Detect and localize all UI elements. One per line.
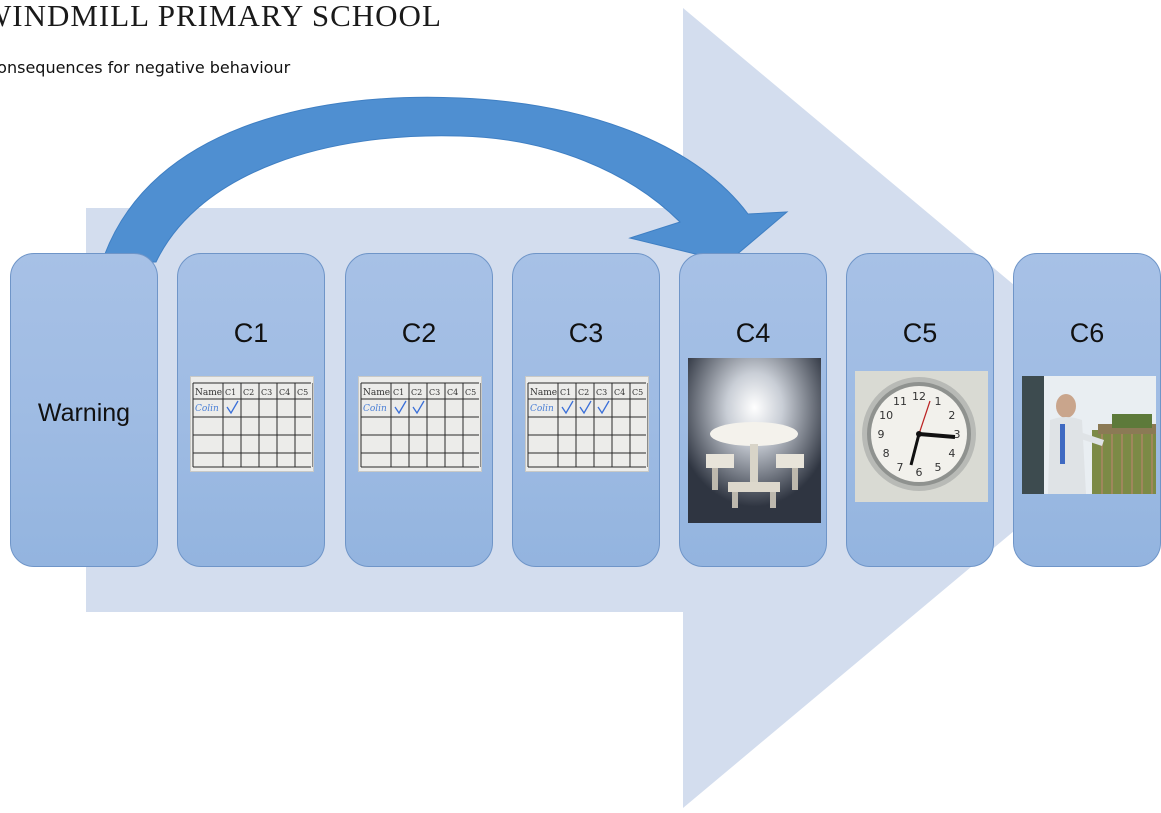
- clock-number: 1: [935, 395, 942, 408]
- board-header: C1: [225, 388, 236, 397]
- step-label: C2: [401, 318, 437, 348]
- board-header: C4: [614, 388, 625, 397]
- step-label: Warning: [37, 399, 131, 427]
- tick-mark: [412, 400, 425, 415]
- board-header: C5: [465, 388, 476, 397]
- step-label: C6: [1069, 318, 1105, 348]
- page-subtitle: Consequences for negative behaviour: [0, 58, 291, 77]
- board-header: C1: [393, 388, 404, 397]
- board-header: C5: [297, 388, 308, 397]
- board-header: C4: [279, 388, 290, 397]
- board-header: C3: [596, 388, 607, 397]
- clock-number: 6: [916, 466, 923, 479]
- board-name: Colin: [363, 404, 387, 414]
- clock-number: 2: [948, 409, 955, 422]
- clock-number: 10: [879, 409, 893, 422]
- curved-skip-arrow: [101, 96, 789, 263]
- school-title: WINDMILL PRIMARY SCHOOL: [0, 0, 442, 33]
- step-label: C3: [568, 318, 604, 348]
- board-name: Colin: [530, 404, 554, 414]
- picnic-table-photo: [688, 358, 821, 523]
- tick-mark: [597, 400, 610, 415]
- clock-number: 5: [935, 461, 942, 474]
- board-header: C2: [411, 388, 422, 397]
- clock-number: 3: [954, 428, 961, 441]
- board-header: C2: [243, 388, 254, 397]
- step-card-c4: C4: [679, 253, 827, 567]
- clock-number: 7: [897, 461, 904, 474]
- board-header: C3: [261, 388, 272, 397]
- board-name: Colin: [195, 404, 219, 414]
- tick-mark: [394, 400, 407, 415]
- step-card-warning: Warning: [10, 253, 158, 567]
- clock-number: 11: [893, 395, 907, 408]
- board-header: C4: [447, 388, 458, 397]
- clock-number: 4: [948, 447, 955, 460]
- board-header: Name: [530, 388, 557, 398]
- clock-number: 12: [912, 390, 926, 403]
- clock-number: 8: [883, 447, 890, 460]
- board-header: C2: [578, 388, 589, 397]
- person-outdoors-photo: [1022, 376, 1156, 494]
- board-header: C1: [560, 388, 571, 397]
- step-card-c6: C6: [1013, 253, 1161, 567]
- step-label: C5: [902, 318, 938, 348]
- step-label: C4: [735, 318, 771, 348]
- board-header: C5: [632, 388, 643, 397]
- board-header: Name: [195, 388, 222, 398]
- tick-mark: [561, 400, 574, 415]
- tick-mark: [226, 400, 239, 415]
- board-header: Name: [363, 388, 390, 398]
- tick-mark: [579, 400, 592, 415]
- clock-number: 9: [878, 428, 885, 441]
- step-label: C1: [233, 318, 269, 348]
- board-header: C3: [429, 388, 440, 397]
